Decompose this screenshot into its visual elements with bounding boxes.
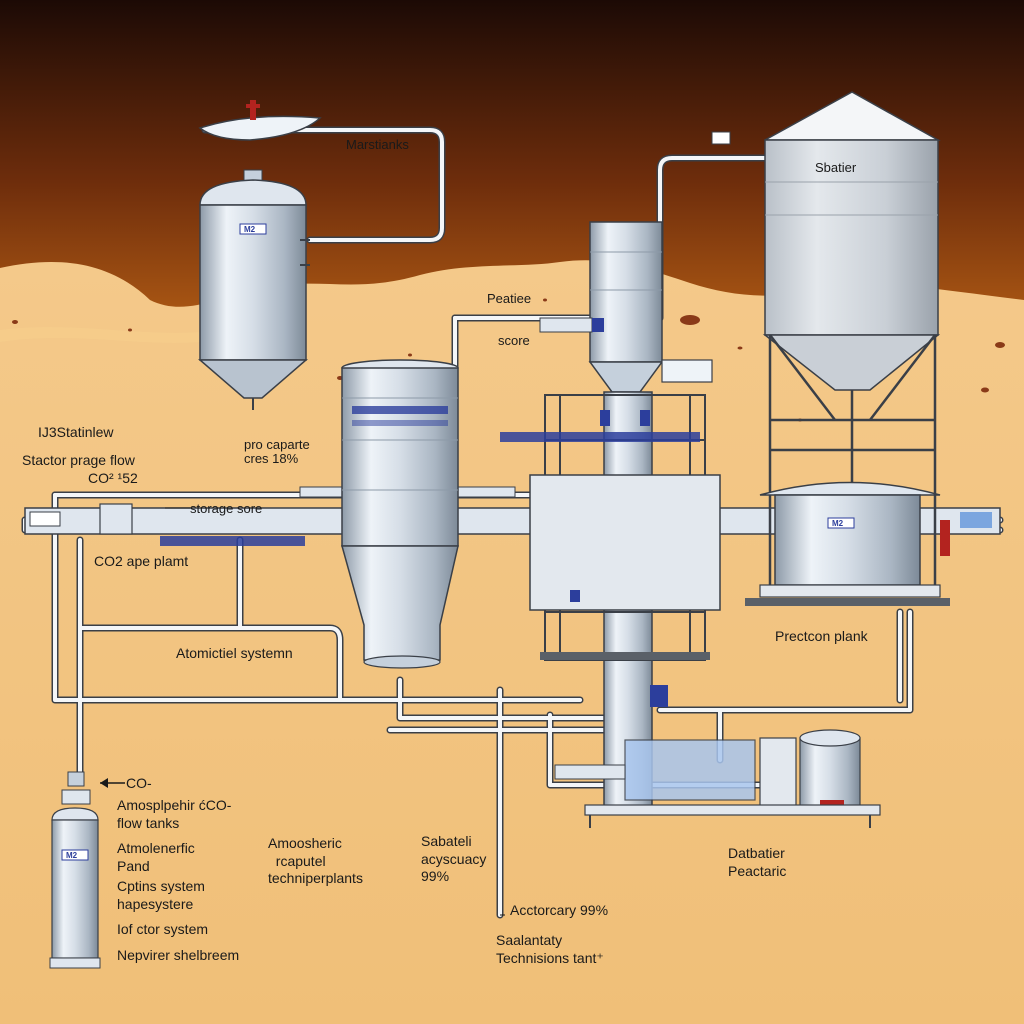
label-sabateli: Sabateli acyscuacy 99% bbox=[421, 833, 487, 884]
label-sbatier: Sbatier bbox=[815, 160, 857, 175]
methanation-vessel: M2 bbox=[745, 481, 950, 606]
label-ustatinlew: IJ3Statinlew bbox=[38, 424, 114, 440]
label-score: score bbox=[498, 333, 530, 348]
label-iof-ctor: Iof ctor system bbox=[117, 921, 209, 937]
sbatier-silo bbox=[711, 91, 941, 590]
co2-cylinder: M2 bbox=[49, 771, 101, 969]
sand-ground bbox=[0, 260, 1024, 1024]
label-pro-caparte: pro caparte bbox=[244, 437, 310, 452]
label-peatiee: Peatiee bbox=[487, 291, 532, 306]
sand-ridge bbox=[0, 327, 220, 343]
label-co-arrow: CO- bbox=[126, 775, 152, 791]
svg-text:M2: M2 bbox=[832, 519, 844, 528]
label-cptins: Cptins system hapesystere bbox=[117, 878, 205, 912]
label-atmospheric-flow: Amosplpehir ćCO- flow tanks bbox=[117, 797, 232, 831]
label-nepvirer: Nepvirer shelbreem bbox=[117, 947, 240, 963]
label-co-152: CO² ¹52 bbox=[88, 470, 138, 486]
label-precton-plank: Prectcon plank bbox=[775, 628, 868, 644]
svg-text:M2: M2 bbox=[66, 851, 78, 860]
label-atomictiel: Atomictiel systemn bbox=[176, 645, 293, 661]
tank-logo-icon bbox=[239, 223, 267, 235]
reactor-column bbox=[500, 221, 721, 808]
bottom-equipment bbox=[554, 729, 881, 828]
storage-tank-middle bbox=[341, 359, 459, 669]
leader-lines bbox=[165, 507, 505, 916]
arrow-left-icon bbox=[100, 778, 125, 788]
label-acctorcary: Acctorcary 99% bbox=[510, 902, 609, 918]
label-atmolenerfic: Atmolenerfic Pand bbox=[117, 840, 195, 874]
label-saalantaty: Saalantaty Technisions tant⁺ bbox=[496, 932, 604, 966]
label-stactor-flow: Stactor prage flow bbox=[22, 452, 135, 468]
label-datbatier: Datbatier Peactaric bbox=[728, 845, 787, 879]
gauge-icon bbox=[711, 131, 731, 145]
label-amoosheric: Amoosheric rcaputel techniperplants bbox=[268, 835, 363, 886]
label-storage-sore: storage sore bbox=[190, 501, 263, 516]
control-box bbox=[29, 503, 133, 535]
valve-icon bbox=[940, 520, 950, 556]
label-marsti-anks: Marstianks bbox=[346, 137, 409, 152]
svg-text:M2: M2 bbox=[244, 225, 256, 234]
inlet-dish bbox=[198, 100, 322, 141]
storage-tank-left: M2 bbox=[197, 169, 310, 410]
label-co2-plant: CO2 ape plamt bbox=[94, 553, 189, 569]
label-cres: cres 18% bbox=[244, 451, 299, 466]
